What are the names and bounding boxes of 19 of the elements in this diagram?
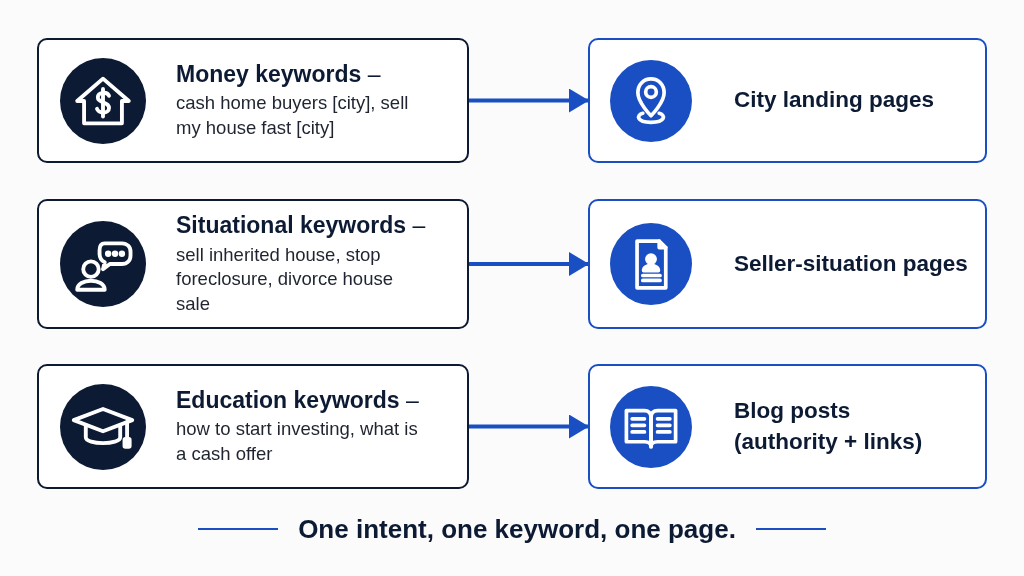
page-card [588,199,987,329]
keyword-card [37,38,469,163]
keyword-card [37,364,469,489]
caption: One intent, one keyword, one page. [298,513,736,546]
page-type-label: Seller-situation pages [734,249,968,278]
keyword-examples: cash home buyers [city], sell my house fast [city] [176,91,410,140]
page-type-label: City landing pages [734,86,935,115]
keyword-heading: Education keywords – [176,386,420,415]
keyword-card [37,199,469,329]
page-card [588,364,987,489]
arrow [469,252,589,276]
page-card [588,38,987,163]
arrow [469,414,589,439]
keyword-heading: Money keywords – [176,60,382,89]
keyword-examples: how to start investing, what is a cash offer [176,417,419,466]
keyword-examples: sell inherited house, stop foreclosure, divorce house sale [176,242,394,316]
page-type-label: Blog posts (authority + links) [734,397,924,456]
keyword-heading: Situational keywords – [176,212,426,240]
arrow [469,88,589,113]
